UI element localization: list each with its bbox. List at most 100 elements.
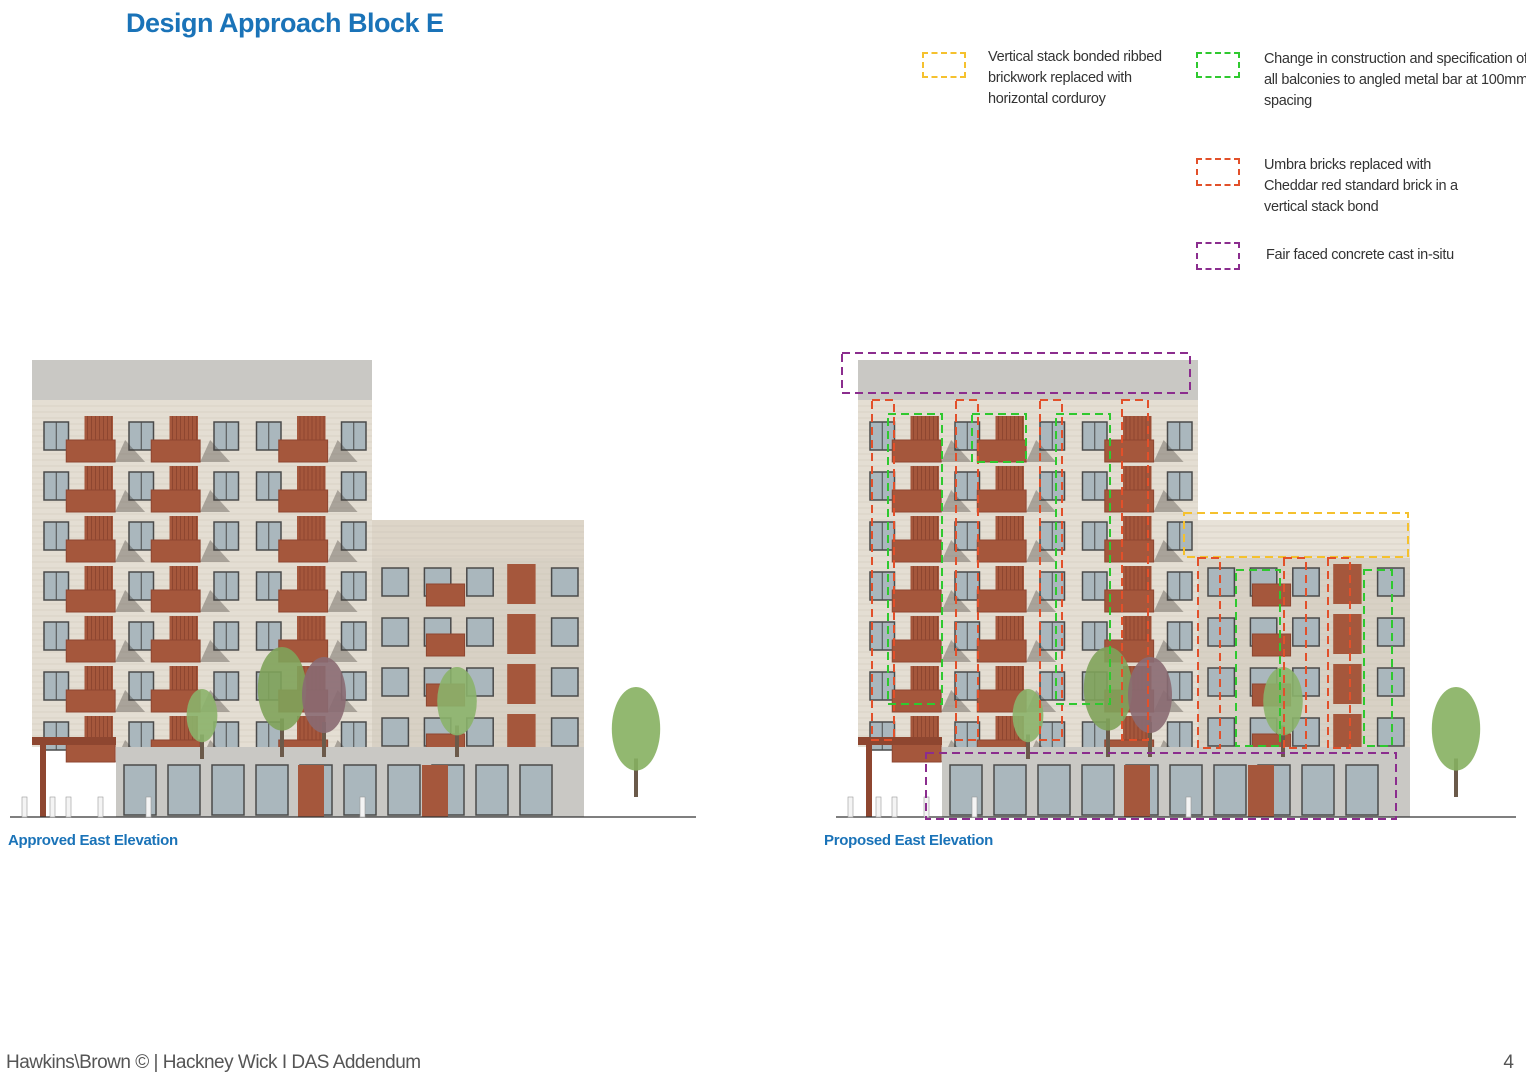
window xyxy=(1207,567,1236,597)
shopfront xyxy=(387,764,421,816)
balcony-shadow xyxy=(200,640,231,662)
footer-text: Hawkins\Brown © | Hackney Wick I DAS Add… xyxy=(6,1052,421,1073)
balcony-shadow xyxy=(200,440,231,462)
balcony-shadow xyxy=(1153,640,1184,662)
balcony-shadow xyxy=(1153,590,1184,612)
entrance-door xyxy=(1248,765,1274,817)
balcony xyxy=(1104,539,1155,563)
balcony xyxy=(976,589,1027,613)
balcony-shadow xyxy=(115,590,146,612)
ribbed-panel xyxy=(507,664,536,704)
balcony xyxy=(976,539,1027,563)
short-block-parapet xyxy=(372,520,584,558)
pedestrian xyxy=(145,796,152,818)
balcony-shadow xyxy=(1153,490,1184,512)
pedestrian xyxy=(1185,796,1192,818)
balcony-shadow xyxy=(327,440,358,462)
pedestrian xyxy=(359,796,366,818)
tree-trunk xyxy=(322,722,326,757)
highlight-balcony xyxy=(1235,569,1281,747)
window xyxy=(1207,717,1236,747)
tree-crown xyxy=(1128,657,1172,733)
window xyxy=(550,567,579,597)
balcony-shadow xyxy=(327,640,358,662)
ribbed-panel xyxy=(507,564,536,604)
shopfront xyxy=(1301,764,1335,816)
proposed-elevation-drawing xyxy=(836,352,1516,820)
proposed-caption: Proposed East Elevation xyxy=(824,832,993,849)
window xyxy=(1376,617,1405,647)
highlight-red-brick xyxy=(1039,399,1063,741)
balcony xyxy=(65,589,116,613)
ribbed-panel xyxy=(507,614,536,654)
balcony xyxy=(891,489,942,513)
balcony xyxy=(425,583,466,607)
window xyxy=(550,667,579,697)
legend-swatch-yellow xyxy=(922,52,966,78)
balcony xyxy=(1251,633,1292,657)
balcony-shadow xyxy=(115,690,146,712)
balcony xyxy=(65,539,116,563)
page-number: 4 xyxy=(1503,1052,1514,1073)
highlight-balcony xyxy=(1363,569,1393,747)
tree-crown xyxy=(1431,687,1481,771)
shopfront xyxy=(1345,764,1379,816)
balcony xyxy=(976,639,1027,663)
shopfront xyxy=(1037,764,1071,816)
shopfront xyxy=(1213,764,1247,816)
highlight-balcony xyxy=(887,413,943,705)
tree-crown xyxy=(302,657,346,733)
tree-trunk xyxy=(1026,734,1030,759)
tree-trunk xyxy=(1106,718,1110,757)
balcony xyxy=(976,439,1027,463)
balcony-shadow xyxy=(1026,440,1057,462)
balcony xyxy=(65,689,116,713)
tree-trunk xyxy=(280,718,284,757)
balcony xyxy=(891,639,942,663)
legend-text-red: Umbra bricks replaced with Cheddar red s… xyxy=(1264,157,1458,215)
canopy xyxy=(32,737,116,745)
balcony-shadow xyxy=(115,490,146,512)
balcony xyxy=(150,539,201,563)
highlight-concrete-parapet xyxy=(841,352,1191,394)
pedestrian xyxy=(875,796,882,818)
legend-text-purple: Fair faced concrete cast in-situ xyxy=(1266,247,1454,263)
balcony xyxy=(150,489,201,513)
legend-swatch-red xyxy=(1196,158,1240,186)
canopy xyxy=(858,737,942,745)
balcony xyxy=(278,539,329,563)
highlight-red-brick xyxy=(1283,557,1307,749)
balcony-shadow xyxy=(1153,540,1184,562)
balcony-shadow xyxy=(327,590,358,612)
tree-crown xyxy=(1012,689,1044,743)
highlight-concrete-ground xyxy=(925,752,1397,820)
tree-crown xyxy=(437,667,477,736)
balcony xyxy=(891,539,942,563)
highlight-red-brick xyxy=(1197,557,1221,749)
balcony-shadow xyxy=(327,490,358,512)
balcony-shadow xyxy=(1026,490,1057,512)
balcony-shadow xyxy=(1026,540,1057,562)
legend-text-green: Change in construction and specification… xyxy=(1264,51,1526,109)
balcony-shadow xyxy=(115,640,146,662)
window xyxy=(381,567,410,597)
balcony xyxy=(150,639,201,663)
balcony-shadow xyxy=(200,540,231,562)
balcony xyxy=(425,633,466,657)
balcony-shadow xyxy=(1026,640,1057,662)
highlight-red-brick xyxy=(1121,399,1149,741)
window xyxy=(466,617,494,647)
window xyxy=(1376,567,1405,597)
balcony-shadow xyxy=(115,540,146,562)
balcony xyxy=(891,439,942,463)
window xyxy=(381,717,410,747)
window xyxy=(1207,617,1236,647)
shopfront xyxy=(255,764,289,816)
pedestrian xyxy=(21,796,28,818)
balcony xyxy=(1251,583,1292,607)
tree-crown xyxy=(611,687,661,771)
balcony xyxy=(65,639,116,663)
highlight-red-brick xyxy=(955,399,979,741)
page-title: Design Approach Block E xyxy=(126,8,444,38)
tree-trunk xyxy=(1454,758,1458,797)
